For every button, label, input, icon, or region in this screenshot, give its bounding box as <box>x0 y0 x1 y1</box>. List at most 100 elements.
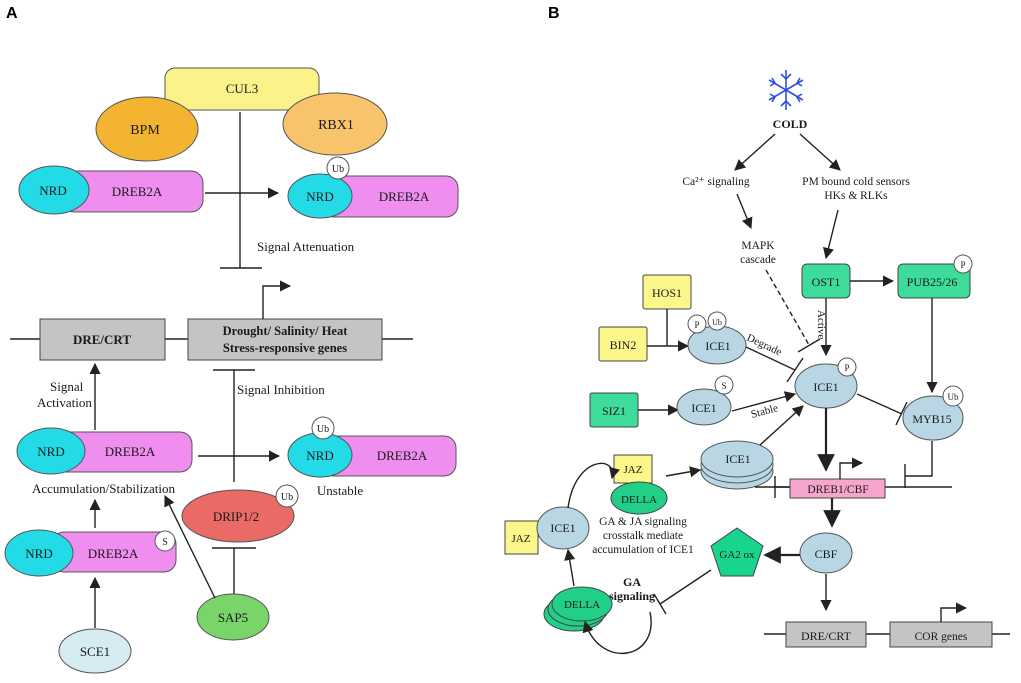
panel-label-b: B <box>548 5 560 22</box>
cul3-label: CUL3 <box>226 81 259 96</box>
nrd-ellipse <box>18 165 90 215</box>
stress-genes-line2: Stress-responsive genes <box>223 341 347 355</box>
transcription-start-arrow-b <box>940 602 968 622</box>
crosstalk-label-2: crosstalk mediate <box>603 530 683 542</box>
ice1-stacked <box>700 440 774 478</box>
dreb2a-label: DREB2A <box>112 184 163 199</box>
svg-text:ICE1: ICE1 <box>550 521 575 535</box>
active-label: Active <box>815 310 827 339</box>
svg-text:ICE1: ICE1 <box>725 452 750 466</box>
svg-text:NRD: NRD <box>37 444 64 459</box>
rbx1-label: RBX1 <box>318 118 354 133</box>
pub-label: PUB25/26 <box>907 275 958 289</box>
bin2-box <box>598 326 648 362</box>
cor-genes-label: COR genes <box>915 631 968 643</box>
ga-signaling-label-2: signaling <box>609 589 655 603</box>
cbf-ellipse <box>799 532 853 574</box>
p-badge <box>687 314 707 334</box>
panel-label-a: A <box>6 5 18 22</box>
svg-text:P: P <box>960 260 965 270</box>
nrd-dreb2a-ub-top-right: NRD DREB2A Ub <box>287 156 459 219</box>
jaz-label: JAZ <box>624 464 643 476</box>
ub-badge <box>326 156 350 180</box>
ice1-left <box>536 506 590 550</box>
svg-text:Ub: Ub <box>332 164 344 175</box>
myb15-ellipse <box>902 395 964 441</box>
nrd-dreb2a-middle-left: NRD DREB2A <box>16 427 193 475</box>
s-badge <box>714 375 734 395</box>
svg-text:NRD: NRD <box>306 448 333 463</box>
pm-cold-sensors-label-2: HKs & RLKs <box>824 190 888 202</box>
ca-signaling-label: Ca²⁺ signaling <box>682 176 750 188</box>
svg-text:P: P <box>844 363 849 373</box>
ost1-label: OST1 <box>812 275 841 289</box>
svg-text:Ub: Ub <box>712 318 722 327</box>
cold-label: COLD <box>773 117 808 131</box>
cor-genes-box <box>889 621 993 648</box>
rbx1-ellipse <box>282 92 388 156</box>
myb15-label: MYB15 <box>912 412 951 426</box>
dre-crt-label-a: DRE/CRT <box>73 332 131 347</box>
mapk-label-1: MAPK <box>741 240 775 252</box>
ub-badge <box>707 311 727 331</box>
bpm-label: BPM <box>130 123 160 138</box>
ub-badge <box>275 484 299 508</box>
p-badge <box>953 254 973 274</box>
pub-box <box>897 263 971 299</box>
dreb1-label: DREB1/CBF <box>807 484 868 496</box>
snowflake-icon <box>768 70 804 110</box>
hos1-label: HOS1 <box>652 286 682 300</box>
crosstalk-label-1: GA & JA signaling <box>599 516 687 528</box>
della-label: DELLA <box>621 494 657 506</box>
dreb2a-label: DREB2A <box>379 189 430 204</box>
svg-text:Ub: Ub <box>317 424 329 435</box>
stress-genes-box <box>187 318 383 361</box>
degrade-label: Degrade <box>745 332 784 359</box>
svg-text:DELLA: DELLA <box>564 599 600 611</box>
svg-text:ICE1: ICE1 <box>705 339 730 353</box>
svg-text:Ub: Ub <box>281 492 293 503</box>
ga-signaling-label-1: GA <box>623 575 641 589</box>
cbf-label: CBF <box>815 547 838 561</box>
sce1-label: SCE1 <box>80 644 110 659</box>
signal-activation-label-2: Activation <box>37 395 92 410</box>
dre-crt-box-b <box>785 621 867 648</box>
ub-badge <box>942 385 964 407</box>
gaox-label: GA2 ox <box>719 549 755 561</box>
ub-badge <box>311 416 335 440</box>
svg-text:JAZ: JAZ <box>512 533 531 545</box>
drip-label: DRIP1/2 <box>213 509 259 524</box>
dre-crt-box-a <box>39 318 166 361</box>
mapk-label-2: cascade <box>740 254 776 266</box>
svg-text:S: S <box>162 537 168 548</box>
crosstalk-label-3: accumulation of ICE1 <box>592 544 694 556</box>
svg-text:NRD: NRD <box>25 546 52 561</box>
nrd-dreb2a-ub-middle-right: NRD DREB2A Ub <box>287 416 457 478</box>
svg-text:ICE1: ICE1 <box>813 380 838 394</box>
della-stacked <box>551 586 613 622</box>
bin2-label: BIN2 <box>610 338 637 352</box>
siz1-label: SIZ1 <box>602 404 626 418</box>
sap5-ellipse <box>196 593 270 641</box>
cul3-complex: CUL3 BPM RBX1 <box>95 67 388 162</box>
transcription-start-arrow-a <box>262 280 292 319</box>
sap5-label: SAP5 <box>218 610 248 625</box>
svg-text:ICE1: ICE1 <box>691 401 716 415</box>
dreb1-box <box>789 478 886 499</box>
svg-text:Ub: Ub <box>948 392 959 402</box>
bpm-ellipse <box>95 96 199 162</box>
ice1-s <box>676 388 732 426</box>
svg-text:DREB2A: DREB2A <box>105 444 156 459</box>
signal-attenuation-label: Signal Attenuation <box>257 239 355 254</box>
signal-inhibition-label: Signal Inhibition <box>237 382 325 397</box>
svg-text:DREB2A: DREB2A <box>377 448 428 463</box>
nrd-label: NRD <box>39 183 66 198</box>
stress-genes-line1: Drought/ Salinity/ Heat <box>223 324 349 338</box>
cul3-box <box>164 67 320 111</box>
p-badge <box>837 357 857 377</box>
dre-crt-label-b: DRE/CRT <box>801 629 852 643</box>
della-ellipse <box>610 481 668 515</box>
s-badge <box>154 530 176 552</box>
drip-ellipse <box>181 489 295 543</box>
